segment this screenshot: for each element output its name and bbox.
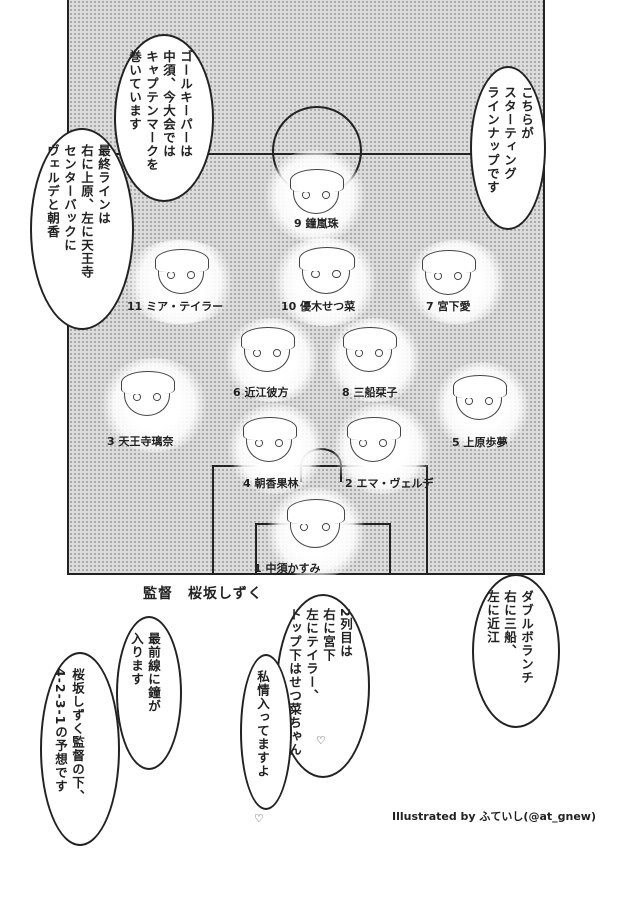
player-label-2: 2 エマ・ヴェルデ (345, 477, 434, 490)
player-portrait-6 (241, 327, 295, 372)
speech-bubble-personal-feelings (240, 654, 292, 810)
bubble-text-final-line: 最終ラインは 右に上原、左に天王寺 センターバックに ヴェルデと朝香 (45, 144, 111, 279)
player-label-4: 4 朝香果林 (243, 477, 299, 490)
player-portrait-1 (287, 498, 345, 548)
heart-icon: ♡ (316, 734, 326, 747)
speech-bubble-goalkeeper (114, 34, 214, 202)
player-label-1: 1 中須かすみ (254, 562, 321, 575)
player-portrait-8 (343, 327, 397, 372)
bubble-text-personal-feelings: 私情入ってますよ (255, 670, 270, 778)
player-portrait-11 (155, 249, 209, 294)
player-label-8: 8 三船栞子 (342, 386, 398, 399)
illustrator-credit: Illustrated by ふていし(@at_gnew) (392, 810, 596, 823)
player-portrait-3 (121, 371, 175, 416)
player-portrait-4 (243, 417, 297, 462)
player-label-9: 9 鐘嵐珠 (294, 217, 339, 230)
bubble-text-double-volante: ダブルボランチ 右に三船、 左に近江 (485, 590, 534, 685)
speech-bubble-final-line (30, 128, 134, 330)
bubble-text-starting-lineup: こちらが スターティング ラインナップです (485, 86, 534, 194)
speech-bubble-forward (116, 616, 182, 770)
player-label-10: 10 優木せつ菜 (281, 300, 356, 313)
player-label-11: 11 ミア・テイラー (127, 300, 224, 313)
bubble-text-forward: 最前線に鐘が 入ります (129, 632, 161, 713)
player-portrait-5 (453, 375, 507, 420)
player-label-5: 5 上原歩夢 (452, 436, 508, 449)
player-label-6: 6 近江彼方 (233, 386, 289, 399)
player-portrait-7 (422, 250, 476, 295)
bubble-text-goalkeeper: ゴールキーパーは 中須、今大会では キャプテンマークを 巻いています (127, 50, 193, 172)
player-portrait-10 (299, 246, 355, 294)
coach-label: 監督 桜坂しずく (143, 586, 263, 602)
bubble-text-prediction: 桜坂しずく監督の下、 4-2-3-1の予想です (53, 668, 85, 803)
speech-bubble-starting-lineup (470, 66, 546, 230)
player-portrait-9 (290, 169, 344, 214)
speech-bubble-second-row (276, 594, 370, 778)
player-label-7: 7 宮下愛 (426, 300, 471, 313)
speech-bubble-prediction (40, 652, 120, 846)
speech-bubble-double-volante (472, 574, 560, 728)
player-label-3: 3 天王寺璃奈 (107, 435, 174, 448)
heart-icon: ♡ (254, 812, 264, 825)
player-portrait-2 (347, 417, 401, 462)
